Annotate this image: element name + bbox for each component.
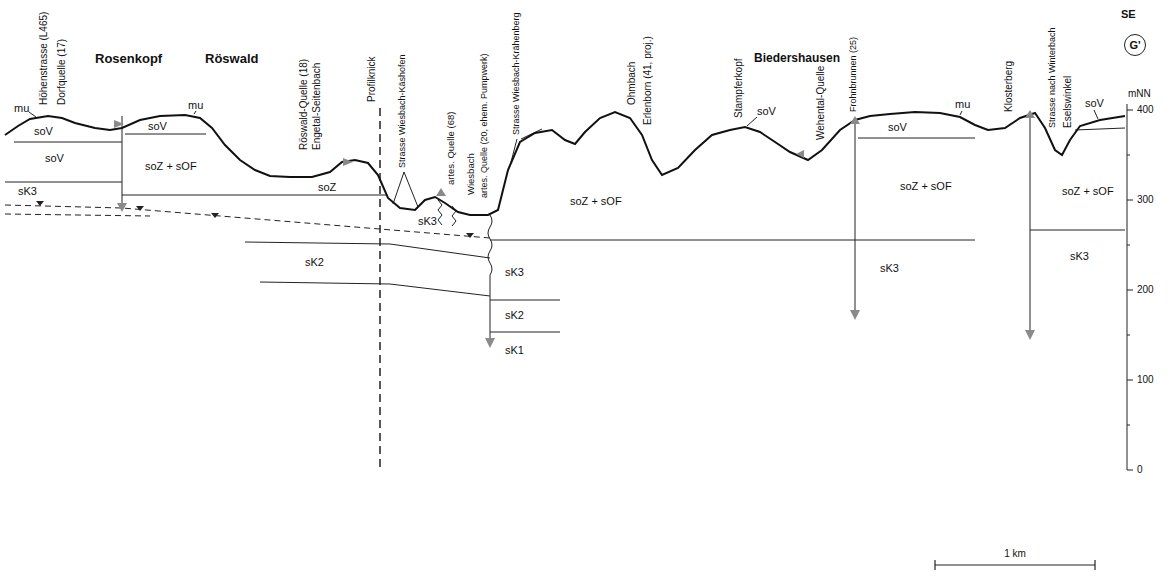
- location-label: artes. Quelle (20, ehem. Pumpwerk): [480, 53, 490, 198]
- axis-title: mNN: [1128, 88, 1151, 99]
- scale-bar: [935, 560, 1095, 570]
- profile-bend-line: [379, 108, 381, 470]
- water-table: [5, 205, 490, 238]
- scale-label: 1 km: [1004, 548, 1026, 559]
- location-label: artes. Quelle (68): [446, 112, 456, 185]
- terrain-profile: [5, 112, 1125, 215]
- place-name: Rosenkopf: [95, 52, 162, 66]
- direction-label: SE: [1121, 8, 1136, 20]
- location-label: Eselswinkel: [1062, 76, 1073, 128]
- location-label: Dorfquelle (17): [56, 39, 67, 105]
- unit-label: soV: [888, 121, 907, 133]
- unit-label: soV: [757, 105, 776, 117]
- location-label: Frohnbrunnen (25): [849, 37, 859, 112]
- unit-label: sK3: [18, 185, 37, 197]
- unit-label: soZ + sOF: [900, 180, 952, 192]
- location-label: Stampferkopf: [733, 59, 744, 118]
- unit-label: mu: [14, 102, 29, 114]
- axis-value: 200: [1137, 284, 1154, 295]
- location-label: Ohmbach: [626, 62, 637, 105]
- spring-symbols: [114, 110, 1035, 348]
- height-axis: [1127, 104, 1133, 470]
- location-label: Wehental-Quelle: [815, 66, 826, 140]
- location-label: Erlenborn (41, proj.): [642, 36, 653, 125]
- unit-label: soZ + sOF: [1062, 185, 1114, 197]
- unit-label: sK3: [1070, 250, 1089, 262]
- water-table-marks: [36, 201, 474, 238]
- unit-label: mu: [955, 98, 970, 110]
- location-label: Strasse Wiesbach-Käshofen: [398, 54, 408, 168]
- axis-value: 100: [1137, 374, 1154, 385]
- unit-label: soV: [148, 120, 167, 132]
- place-name: Röswald: [205, 52, 258, 66]
- unit-label: soZ + sOF: [145, 160, 197, 172]
- axis-value: 400: [1137, 104, 1154, 115]
- location-label: Höhenstrasse (L465): [38, 12, 49, 105]
- unit-label: soV: [1085, 97, 1104, 109]
- unit-label: mu: [188, 99, 203, 111]
- axis-value: 0: [1137, 464, 1143, 475]
- location-label: Profilknick: [366, 56, 377, 102]
- location-label: Wiesbach: [466, 153, 476, 195]
- place-name: Biedershausen: [754, 52, 840, 65]
- unit-label: sK3: [418, 215, 437, 227]
- marker-letter: G': [1129, 40, 1140, 51]
- unit-label: sK3: [505, 266, 524, 278]
- unit-label: sK2: [505, 309, 524, 321]
- section-marker: G': [1124, 34, 1146, 56]
- unit-label: soZ + sOF: [570, 195, 622, 207]
- location-label: Klosterberg: [1003, 61, 1014, 112]
- location-label: Strasse Wiesbach-Krähenberg: [512, 12, 522, 135]
- layer-boundaries: [5, 110, 1125, 345]
- axis-value: 300: [1137, 194, 1154, 205]
- location-label: Strasse nach Winterbach: [1048, 27, 1058, 128]
- unit-label: sK2: [305, 256, 324, 268]
- location-label: Röswald-Quelle (18): [298, 59, 309, 150]
- unit-label: soV: [45, 152, 64, 164]
- unit-label: soZ: [318, 181, 336, 193]
- unit-label: soV: [34, 125, 53, 137]
- unit-label: sK1: [505, 344, 524, 356]
- unit-label: sK3: [880, 262, 899, 274]
- location-label: Engetal-Seitenbach: [311, 63, 322, 150]
